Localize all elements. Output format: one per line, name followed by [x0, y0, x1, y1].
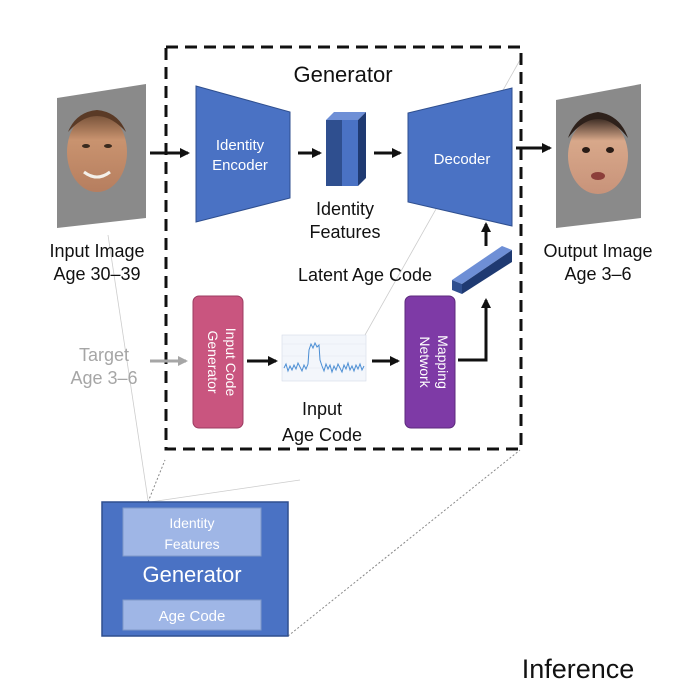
summary-generator-title: Generator [142, 562, 241, 587]
output-label-line1: Output Image [543, 241, 652, 261]
zoom-line [149, 479, 301, 503]
decoder-block [407, 87, 513, 227]
target-label-line2: Age 3–6 [70, 368, 137, 388]
input-label-line2: Age 30–39 [53, 264, 140, 284]
input-age-code-line2: Age Code [282, 425, 362, 445]
input-code-generator-block [192, 295, 244, 429]
summary-age-code [122, 599, 262, 631]
output-image [556, 84, 641, 228]
decoder-label: Decoder [434, 151, 491, 168]
input-age-code-plot [281, 334, 367, 382]
mapping-network-line2: Network [417, 336, 433, 388]
summary-identity-line2: Features [164, 536, 219, 552]
guide-line [107, 234, 149, 501]
generator-title: Generator [293, 62, 392, 87]
identity-features-line2: Features [309, 222, 380, 242]
summary-identity-features [122, 507, 262, 557]
identity-features-block [326, 112, 366, 186]
zoom-line [287, 449, 521, 637]
output-label-line2: Age 3–6 [564, 264, 631, 284]
input-image [57, 84, 146, 228]
generator-boundary [164, 45, 523, 451]
inference-caption: Inference [522, 654, 635, 684]
identity-encoder-block [195, 85, 291, 223]
latent-age-code-label: Latent Age Code [298, 265, 432, 285]
mapping-network-block [404, 295, 456, 429]
latent-age-code-block [452, 246, 512, 294]
summary-age-code-label: Age Code [159, 608, 226, 625]
input-label-line1: Input Image [49, 241, 144, 261]
mapping-network-line1: Mapping [435, 335, 451, 389]
identity-encoder-line2: Encoder [212, 157, 268, 174]
input-age-code-line1: Input [302, 399, 342, 419]
identity-features-line1: Identity [316, 199, 374, 219]
arrow-mapping-to-latent [458, 298, 491, 362]
summary-identity-line1: Identity [169, 515, 214, 531]
zoom-line [147, 459, 166, 503]
identity-encoder-line1: Identity [216, 137, 265, 154]
input-code-generator-line2: Generator [205, 330, 221, 393]
input-code-generator-line1: Input Code [223, 328, 239, 397]
target-label-line1: Target [79, 345, 129, 365]
